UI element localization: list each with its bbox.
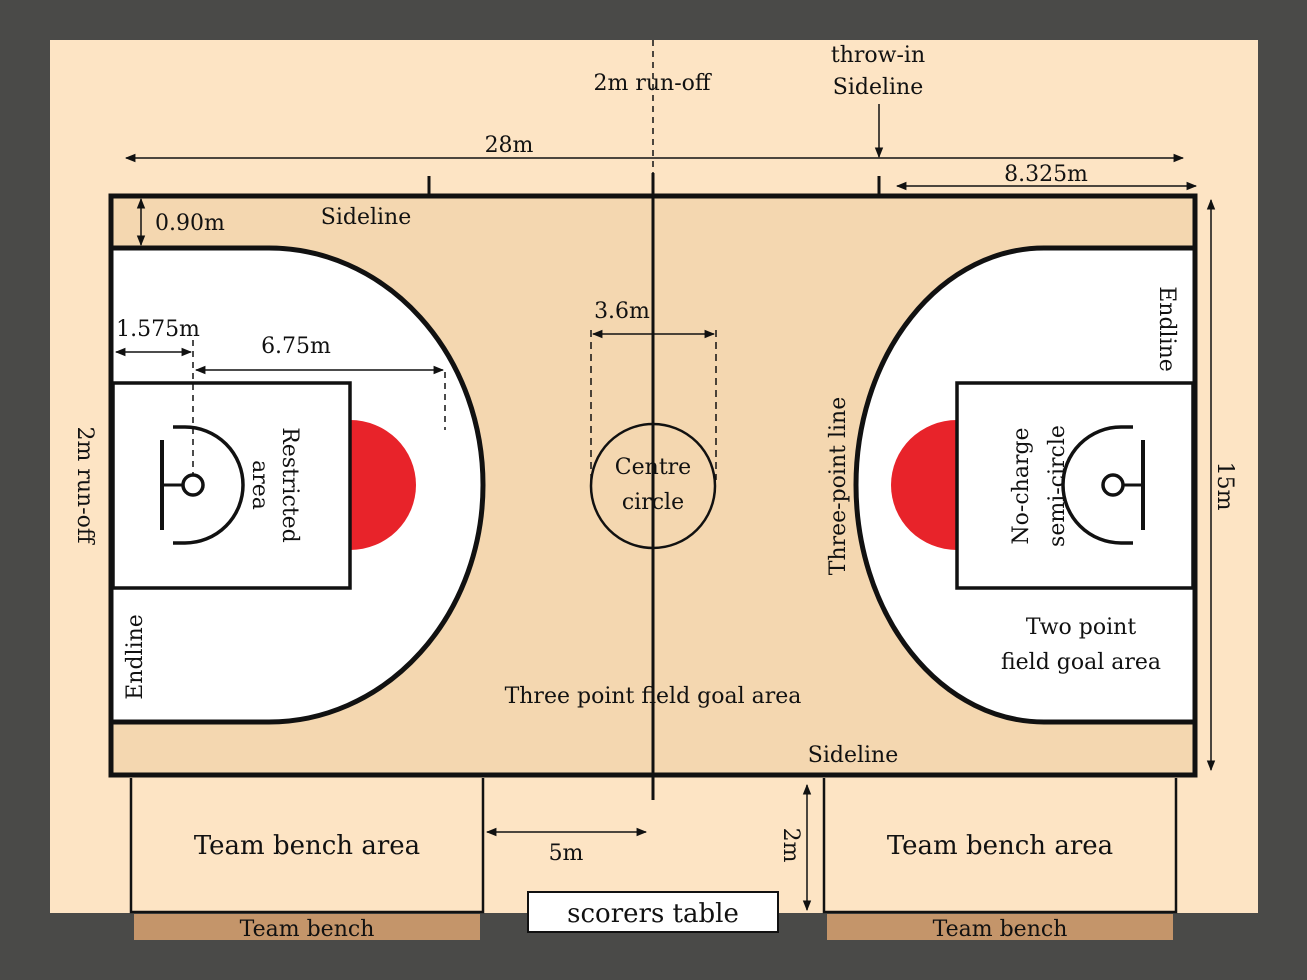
length-label: 28m — [485, 133, 534, 158]
centre-width-label: 3.6m — [594, 299, 650, 324]
restricted-area-label-1: Restricted — [277, 427, 302, 543]
right-no-charge-semicircle — [891, 420, 957, 550]
runoff-left-label: 2m run-off — [72, 426, 97, 544]
throw-in-sideline-label: Sideline — [833, 75, 923, 100]
no-charge-label-2: semi-circle — [1045, 425, 1070, 547]
right-basket-semicircle — [1061, 425, 1133, 545]
right-bench-area-outline — [822, 778, 1178, 914]
bench-depth-label: 2m — [778, 828, 803, 863]
runoff-top-label: 2m run-off — [593, 71, 711, 96]
bench-area-right-label: Team bench area — [887, 831, 1113, 861]
right-hoop — [1101, 473, 1125, 497]
left-bench-area-outline — [129, 778, 485, 914]
left-team-bench — [134, 914, 480, 940]
centre-circle-label-2: circle — [622, 490, 684, 515]
three-point-line-label: Three-point line — [826, 397, 851, 575]
sideline-top-label: Sideline — [321, 205, 411, 230]
right-team-bench — [827, 914, 1173, 940]
throw-in-label: throw-in — [831, 43, 925, 68]
two-point-label-2: field goal area — [1001, 650, 1161, 675]
endline-right-label: Endline — [1154, 286, 1179, 372]
three-point-area-label: Three point field goal area — [505, 684, 802, 709]
basket-distance-label: 1.575m — [116, 317, 200, 342]
right-two-point-area — [856, 248, 1193, 722]
right-three-point-line — [853, 245, 1193, 725]
no-charge-label-1: No-charge — [1009, 427, 1034, 544]
three-point-offset-label: 8.325m — [1004, 162, 1088, 187]
bench-gap-label: 5m — [549, 841, 584, 866]
left-no-charge-semicircle — [350, 420, 416, 550]
endline-left-label: Endline — [123, 614, 148, 700]
left-three-point-line — [113, 245, 486, 725]
team-bench-right-label: Team bench — [933, 917, 1068, 942]
bench-area-left-label: Team bench area — [194, 831, 420, 861]
left-restricted-area — [111, 381, 352, 590]
scorers-table — [527, 891, 779, 933]
right-restricted-area — [955, 381, 1195, 590]
three-point-radius-label: 6.75m — [261, 334, 331, 359]
centre-circle — [589, 422, 717, 550]
restricted-area-label-2: area — [247, 460, 272, 510]
scorers-table-label: scorers table — [567, 899, 739, 929]
team-bench-left-label: Team bench — [240, 917, 375, 942]
sideline-bottom-label: Sideline — [808, 743, 898, 768]
centre-circle-label-1: Centre — [615, 455, 691, 480]
left-basket-semicircle — [173, 425, 245, 545]
width-label: 15m — [1212, 462, 1237, 511]
two-point-label-1: Two point — [1026, 615, 1136, 640]
corner-distance-label: 0.90m — [155, 211, 225, 236]
